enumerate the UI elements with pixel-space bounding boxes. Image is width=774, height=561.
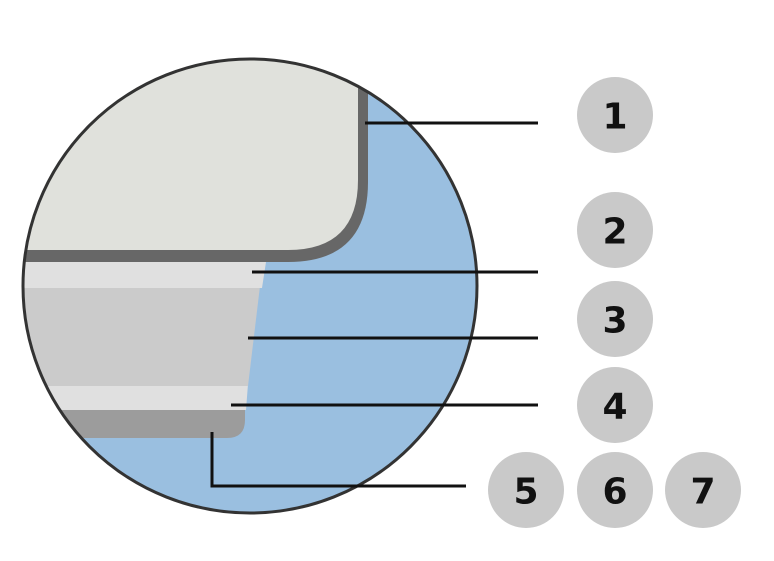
lower-layer-light-band-lower: [23, 384, 248, 410]
magnifier-outline: [21, 57, 479, 515]
leader-lines: [210, 121, 538, 488]
badge-4-label: 4: [602, 387, 627, 428]
badge-1-label: 1: [602, 97, 627, 138]
badge-7-label: 7: [690, 472, 715, 513]
badge-2-label: 2: [602, 212, 627, 253]
badges: 1 2 3 4 5 6 7: [488, 77, 741, 528]
top-layer: [23, 59, 358, 250]
badge-2: 2: [577, 192, 653, 268]
badge-1: 1: [577, 77, 653, 153]
leader-line-5-6-7: [210, 432, 466, 488]
badge-6: 6: [577, 452, 653, 528]
lower-layer-light-band-upper: [23, 262, 266, 288]
badge-4: 4: [577, 367, 653, 443]
badge-5: 5: [488, 452, 564, 528]
badge-5-label: 5: [513, 472, 538, 513]
lower-layer-mid-band: [23, 286, 260, 386]
badge-7: 7: [665, 452, 741, 528]
badge-6-label: 6: [602, 472, 627, 513]
badge-3: 3: [577, 281, 653, 357]
badge-3-label: 3: [602, 301, 627, 342]
